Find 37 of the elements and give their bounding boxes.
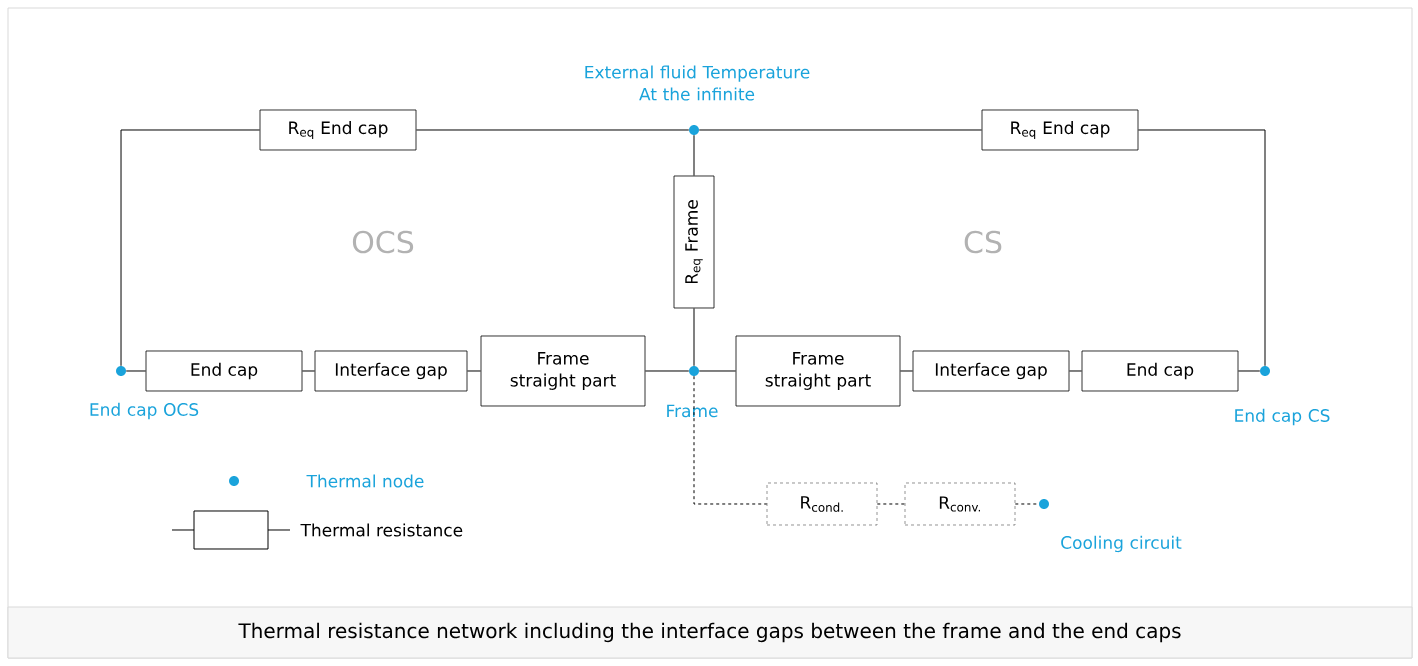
connector — [415, 129, 690, 131]
connector — [466, 370, 482, 372]
connector — [125, 370, 147, 372]
connector — [693, 134, 695, 177]
connector — [1137, 129, 1266, 367]
resistance-box: R$_{eq}$ Frame — [673, 175, 715, 309]
node-label: Cooling circuit — [1061, 535, 1182, 553]
region-label: OCS — [352, 230, 414, 254]
connector — [301, 370, 316, 372]
connector — [698, 129, 983, 131]
connector — [1237, 370, 1261, 372]
legend-text: Thermal resistance — [300, 523, 463, 537]
resistance-box: End cap — [1081, 350, 1239, 392]
connector — [1068, 370, 1083, 372]
resistance-box: Interface gap — [314, 350, 468, 392]
connector — [698, 370, 737, 372]
resistance-box: Frame straight part — [480, 335, 646, 407]
resistance-box: R$_{cond.}$ — [766, 482, 878, 526]
connector — [876, 503, 906, 505]
legend-text: Thermal node — [306, 474, 424, 488]
resistance-box: R$_{eq}$ End cap — [259, 109, 417, 151]
connector — [644, 370, 690, 372]
region-label: CS — [964, 230, 1002, 254]
resistance-box: R$_{conv.}$ — [904, 482, 1016, 526]
resistance-box: Frame straight part — [735, 335, 901, 407]
connector — [693, 375, 768, 505]
resistance-box: End cap — [145, 350, 303, 392]
node-label: End cap OCS — [90, 402, 199, 420]
connector — [120, 129, 261, 367]
node-label: External fluid Temperature At the infinite — [585, 65, 810, 101]
caption: Thermal resistance network including the interface gaps between the frame and the end caps — [7, 606, 1413, 659]
node-label: End cap CS — [1235, 408, 1330, 426]
resistance-box: Interface gap — [912, 350, 1070, 392]
node-label: Frame — [667, 404, 718, 418]
resistance-box: R$_{eq}$ End cap — [981, 109, 1139, 151]
connector — [693, 307, 695, 367]
connector — [899, 370, 914, 372]
